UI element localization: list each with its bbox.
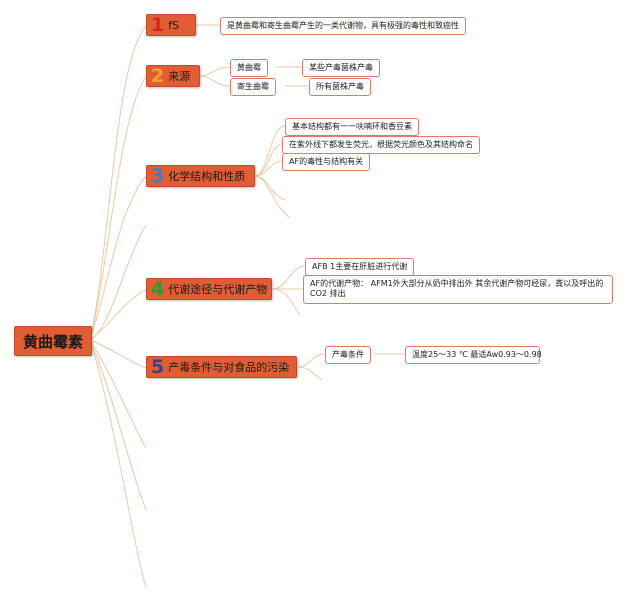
branch-node-4[interactable]: 4 代谢途径与代谢产物 [146,278,272,300]
link-root-fan-3 [89,339,147,511]
link-root-branch-1 [89,25,147,341]
link-b4-meta-1 [271,265,306,290]
branch-label-5: 产毒条件与对食品的污染 [168,361,290,374]
branch-label-3: 化学结构和性质 [168,170,246,183]
leaf-chem-structure[interactable]: 基本结构都有一一呋喃环和香豆素 [285,118,419,137]
branch-number-5: 5 [151,355,165,378]
link-root-branch-2 [89,75,147,341]
link-root-branch-5 [89,339,147,369]
leaf-chem-toxicity[interactable]: AF的毒性与结构有关 [282,153,371,172]
branch-label-1: fS [168,18,180,32]
link-b5-cond [296,353,326,368]
root-node[interactable]: 黄曲霉素 [14,326,92,356]
link-b2-src-b [199,75,231,87]
link-b3-chem-2 [254,143,283,177]
root-label: 黄曲霉素 [22,332,83,351]
branch-node-1[interactable]: 1 fS [146,14,196,36]
leaf-metabolism-liver[interactable]: AFB 1主要在肝脏进行代谢 [305,258,415,277]
leaf-chem-fluorescence[interactable]: 在紫外线下都发生荧光，根据荧光颜色及其结构命名 [282,136,480,155]
leaf-source-aspergillus-parasiticus-detail[interactable]: 所有菌株产毒 [309,78,371,97]
branch-label-2: 来源 [168,70,191,83]
branch-number-1: 1 [151,13,165,36]
branch-label-4: 代谢途径与代谢产物 [168,283,268,296]
branch-node-5[interactable]: 5 产毒条件与对食品的污染 [146,356,297,378]
leaf-source-aspergillus-parasiticus[interactable]: 寄生曲霉 [230,78,276,97]
leaf-source-aspergillus-flavus[interactable]: 黄曲霉 [230,59,268,78]
branch-number-2: 2 [151,64,165,87]
link-b3-chem-3 [254,160,283,177]
leaf-metabolism-products[interactable]: AF的代谢产物： AFM1外大部分从奶中排出外 其余代谢产物可经尿，粪以及呼出的… [303,275,613,304]
link-root-branch-3 [89,175,147,341]
link-b5-fan-1 [296,366,323,381]
link-root-fan-4 [89,339,147,589]
link-root-fan-2 [89,339,147,449]
leaf-toxin-condition[interactable]: 产毒条件 [325,346,371,365]
branch-node-2[interactable]: 2 来源 [146,65,200,87]
branch-node-3[interactable]: 3 化学结构和性质 [146,165,255,187]
link-b2-src-a [199,66,231,77]
branch-number-3: 3 [151,164,165,187]
link-b3-fan-2 [254,175,291,219]
link-b3-chem-1 [254,125,286,177]
leaf-toxin-condition-detail[interactable]: 温度25～33 ℃ 最适Aw0.93～0.98 [405,346,542,365]
link-b4-fan-1 [271,288,301,316]
link-b3-fan-1 [254,175,286,201]
leaf-definition[interactable]: 是黄曲霉和寄生曲霉产生的一类代谢物，具有极强的毒性和致癌性 [220,17,466,36]
branch-number-4: 4 [151,277,165,300]
leaf-source-aspergillus-flavus-detail[interactable]: 某些产毒菌株产毒 [302,59,380,78]
link-root-fan-1 [89,224,147,341]
